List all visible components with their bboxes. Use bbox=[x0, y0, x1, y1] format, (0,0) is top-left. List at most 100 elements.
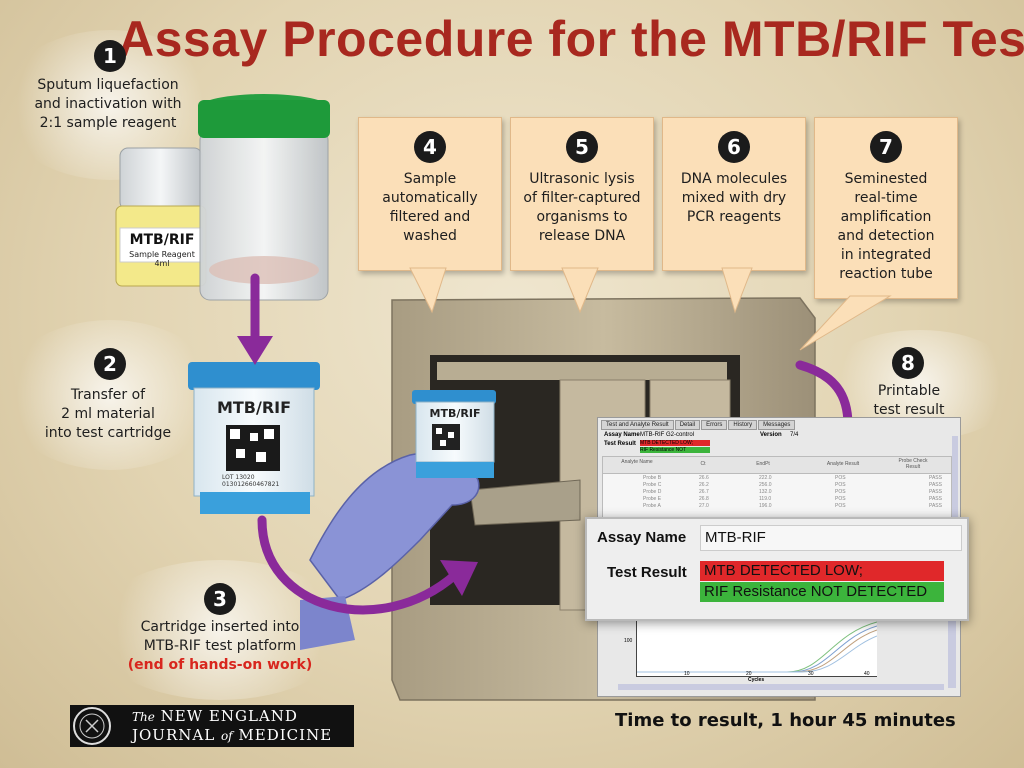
step-2-number: 2 bbox=[94, 348, 126, 380]
screen-assay-label: Assay Name bbox=[604, 432, 640, 438]
x-tick-20: 20 bbox=[746, 671, 752, 677]
step-1-line-1: Sputum liquefaction bbox=[37, 77, 179, 93]
zoom-assay-box bbox=[700, 525, 962, 551]
logo-medicine: MEDICINE bbox=[238, 726, 333, 744]
callout-step-5: 5 Ultrasonic lysis of filter-captured or… bbox=[510, 117, 654, 271]
sample-jar bbox=[198, 94, 330, 301]
chart-scrollbar[interactable] bbox=[948, 618, 956, 688]
cell: Probe D bbox=[643, 489, 662, 495]
cell: PASS bbox=[929, 503, 942, 509]
step-4-number: 4 bbox=[414, 131, 446, 163]
screen-result-line-1: MTB DETECTED LOW; bbox=[640, 440, 710, 446]
zoom-result-label: Test Result bbox=[607, 564, 687, 581]
result-mtb-detected: MTB DETECTED LOW; bbox=[700, 561, 944, 581]
step-3-line-1: Cartridge inserted into bbox=[140, 619, 300, 635]
step-3-number: 3 bbox=[204, 583, 236, 615]
step-7-line-3: amplification bbox=[840, 209, 932, 225]
step-1-line-3: 2:1 sample reagent bbox=[39, 115, 177, 131]
y-tick-100: 100 bbox=[624, 638, 633, 644]
zoom-assay-value: MTB-RIF bbox=[705, 529, 766, 546]
x-tick-30: 30 bbox=[808, 671, 814, 677]
amplification-curves bbox=[637, 621, 878, 673]
amplification-chart bbox=[636, 614, 878, 677]
step-7-line-5: in integrated bbox=[840, 247, 932, 263]
screen-assay-value: MTB-RIF G2-control bbox=[640, 432, 695, 438]
step-2-line-3: into test cartridge bbox=[44, 425, 172, 441]
cell: 26.6 bbox=[699, 475, 709, 481]
cell: 132.0 bbox=[759, 489, 772, 495]
cell: 26.7 bbox=[699, 489, 709, 495]
step-4-line-2: automatically bbox=[382, 190, 478, 206]
cell: Probe C bbox=[643, 482, 662, 488]
step-5-number: 5 bbox=[566, 131, 598, 163]
logo-the: The bbox=[132, 710, 155, 724]
flow-arrows bbox=[250, 273, 853, 615]
col-ct: Ct bbox=[700, 461, 706, 467]
cell: 119.0 bbox=[759, 496, 772, 502]
cell: 222.0 bbox=[759, 475, 772, 481]
step-7-line-2: real-time bbox=[854, 190, 918, 206]
tab-messages[interactable]: Messages bbox=[758, 420, 796, 430]
cell: 26.8 bbox=[699, 496, 709, 502]
tab-test-and-analyte-result[interactable]: Test and Analyte Result bbox=[601, 420, 674, 430]
x-tick-10: 10 bbox=[684, 671, 690, 677]
callout-step-4: 4 Sample automatically filtered and wash… bbox=[358, 117, 502, 271]
logo-journal: JOURNAL bbox=[132, 726, 216, 744]
step-6-number: 6 bbox=[718, 131, 750, 163]
small-cartridge-label: MTB/RIF bbox=[429, 407, 481, 420]
nejm-seal-icon bbox=[73, 707, 111, 745]
step-7-line-1: Seminested bbox=[844, 171, 928, 187]
step-6-line-3: PCR reagents bbox=[686, 209, 782, 225]
step-7-line-6: reaction tube bbox=[839, 266, 933, 282]
horizontal-scrollbar[interactable] bbox=[618, 684, 944, 690]
cell: POS bbox=[835, 475, 846, 481]
step-1-line-2: and inactivation with bbox=[34, 96, 182, 112]
step-8-caption: Printable test result bbox=[850, 382, 968, 420]
step-8-line-2: test result bbox=[873, 402, 945, 418]
table-row: Probe B 26.6 222.0 POS PASS bbox=[603, 475, 951, 482]
cell: Probe E bbox=[643, 496, 662, 502]
step-3-line-2: MTB-RIF test platform bbox=[143, 638, 297, 654]
step-4-caption: Sample automatically filtered and washed bbox=[363, 170, 497, 246]
cell: 196.0 bbox=[759, 503, 772, 509]
col-analyte-name: Analyte Name bbox=[621, 459, 653, 465]
cell: POS bbox=[835, 503, 846, 509]
step-8-number: 8 bbox=[892, 347, 924, 379]
step-4-line-1: Sample bbox=[403, 171, 457, 187]
cell: PASS bbox=[929, 489, 942, 495]
cartridge-serial: 013012660467821 bbox=[222, 481, 280, 488]
step-6-caption: DNA molecules mixed with dry PCR reagent… bbox=[667, 170, 801, 227]
step-8-line-1: Printable bbox=[877, 383, 941, 399]
callout-step-7: 7 Seminested real-time amplification and… bbox=[814, 117, 958, 299]
table-row: Probe A 27.0 196.0 POS PASS bbox=[603, 503, 951, 510]
screen-version-label: Version bbox=[760, 432, 782, 438]
tab-detail[interactable]: Detail bbox=[674, 420, 701, 430]
cell: PASS bbox=[929, 475, 942, 481]
logo-new-england: NEW ENGLAND bbox=[160, 707, 298, 725]
cell: POS bbox=[835, 496, 846, 502]
result-zoom-panel: Assay Name MTB-RIF Test Result MTB DETEC… bbox=[585, 517, 969, 621]
step-5-line-2: of filter-captured bbox=[523, 190, 641, 206]
cartridge-label: MTB/RIF bbox=[216, 398, 292, 417]
step-7-line-4: and detection bbox=[837, 228, 935, 244]
step-2-line-2: 2 ml material bbox=[61, 406, 155, 422]
zoom-assay-label: Assay Name bbox=[597, 529, 687, 546]
step-6-line-1: DNA molecules bbox=[680, 171, 788, 187]
screen-result-label: Test Result bbox=[604, 441, 636, 447]
step-5-line-1: Ultrasonic lysis bbox=[529, 171, 635, 187]
analyte-rows: Probe B 26.6 222.0 POS PASS Probe C 26.2… bbox=[603, 475, 951, 510]
table-scrollbar[interactable] bbox=[952, 436, 958, 520]
tab-history[interactable]: History bbox=[728, 420, 758, 430]
step-2-caption: Transfer of 2 ml material into test cart… bbox=[8, 386, 208, 443]
step-5-caption: Ultrasonic lysis of filter-captured orga… bbox=[515, 170, 649, 246]
screen-version-value: 7/4 bbox=[790, 432, 799, 438]
step-3-caption: Cartridge inserted into MTB-RIF test pla… bbox=[110, 618, 330, 675]
glow-2 bbox=[0, 320, 220, 470]
cartridge-lot: LOT 13020 bbox=[222, 474, 255, 481]
step-1-caption: Sputum liquefaction and inactivation wit… bbox=[8, 76, 208, 133]
tab-errors[interactable]: Errors bbox=[701, 420, 728, 430]
nejm-line-1: The NEW ENGLAND bbox=[132, 707, 298, 725]
step-5-line-3: organisms to bbox=[536, 209, 628, 225]
